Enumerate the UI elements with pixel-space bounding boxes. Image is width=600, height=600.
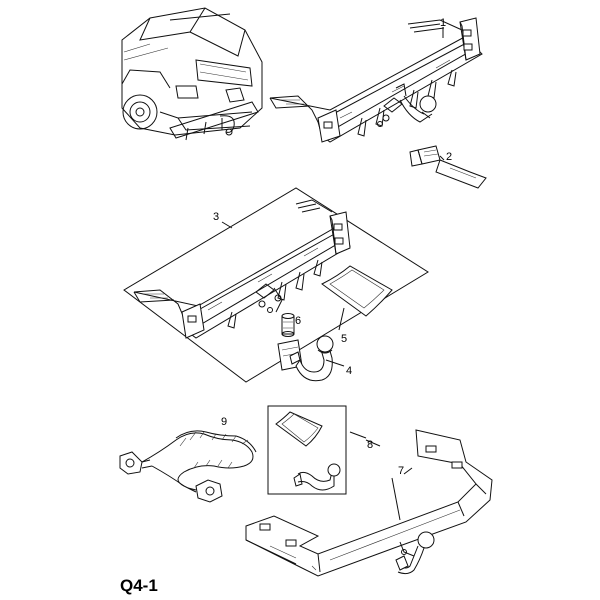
- callout-6: 6: [295, 315, 301, 327]
- tow-ball-part-4: [277, 335, 334, 382]
- inset-box-part-8: [267, 405, 347, 495]
- callout-7: 7: [398, 465, 404, 477]
- towbar-assembly-part-7: [245, 429, 493, 577]
- callout-2: 2: [446, 151, 452, 163]
- callout-1: 1: [440, 17, 446, 29]
- kit-frame-part-3: [123, 187, 429, 383]
- vehicle-illustration: [121, 7, 263, 136]
- wiring-harness-part-9: [119, 430, 257, 503]
- crossbar-kit-part-3: [133, 199, 351, 339]
- strap-part-2: [409, 145, 487, 189]
- callout-3: 3: [213, 211, 219, 223]
- storage-bag-part-5: [321, 265, 393, 317]
- leader-lines: [221, 27, 445, 521]
- vehicle-towbar-preview: [169, 87, 259, 141]
- callout-8: 8: [367, 439, 373, 451]
- page-code-label: Q4-1: [120, 576, 158, 595]
- callout-9: 9: [221, 416, 227, 428]
- callout-4: 4: [346, 365, 352, 377]
- cap-part-6: [281, 313, 295, 337]
- callout-5: 5: [341, 333, 347, 345]
- crossbar-assembly-part-1: [269, 17, 483, 143]
